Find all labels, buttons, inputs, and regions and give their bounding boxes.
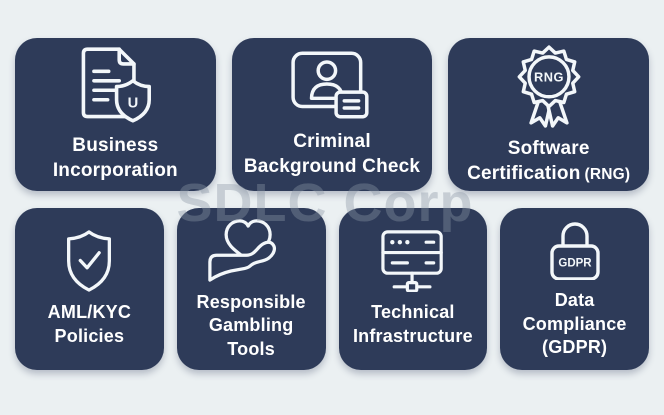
label-line: Infrastructure (352, 325, 473, 346)
label-line: Business (72, 135, 159, 157)
label-line: Compliance (522, 313, 627, 334)
bottom-row: AML/KYC Policies Responsible Gambling To… (15, 208, 649, 370)
label-line: Certification(RNG) (467, 162, 630, 187)
label-line-text: Certification (467, 163, 581, 184)
id-card-person-icon (289, 49, 375, 121)
gdpr-lock-icon: GDPR (548, 218, 602, 281)
card-data-compliance: GDPR Data Compliance (GDPR) (500, 208, 649, 370)
card-aml-kyc-policies: AML/KYC Policies (15, 208, 164, 370)
card-label: AML/KYC Policies (48, 301, 131, 348)
label-line: Software (507, 138, 590, 160)
label-line: AML/KYC (47, 302, 132, 323)
card-responsible-gambling: Responsible Gambling Tools (176, 208, 326, 370)
label-line: Criminal (293, 131, 371, 153)
label-line: Incorporation (52, 160, 178, 181)
label-line: Background Check (243, 156, 421, 177)
label-line: Responsible (196, 291, 306, 312)
card-label: Technical Infrastructure (353, 301, 473, 348)
label-line: Policies (54, 325, 125, 346)
label-line: Technical (371, 302, 455, 323)
card-label: Data Compliance (GDPR) (523, 289, 627, 359)
lock-text: GDPR (558, 258, 592, 270)
card-label: Criminal Background Check (244, 130, 420, 179)
label-suffix: (RNG) (584, 166, 631, 183)
label-line: Gambling (208, 315, 294, 336)
badge-text: RNG (534, 70, 564, 85)
card-software-certification: RNG Software Certification(RNG) (448, 38, 650, 191)
card-label: Business Incorporation (53, 134, 178, 183)
card-business-incorporation: U Business Incorporation (15, 38, 216, 191)
label-line: Tools (227, 338, 275, 359)
label-line: Data (554, 290, 595, 311)
top-row: U Business Incorporation (15, 38, 650, 191)
document-shield-icon: U (77, 45, 153, 125)
shield-letter-text: U (128, 96, 139, 112)
label-line: (GDPR) (542, 337, 608, 358)
card-label: Software Certification(RNG) (467, 137, 630, 186)
card-criminal-background-check: Criminal Background Check (231, 38, 433, 191)
hand-heart-icon (206, 217, 296, 282)
certificate-badge-icon: RNG (513, 42, 585, 129)
card-technical-infrastructure: Technical Infrastructure (338, 208, 488, 370)
server-network-icon (378, 230, 448, 293)
card-label: Responsible Gambling Tools (197, 291, 306, 361)
shield-check-icon (65, 230, 113, 292)
